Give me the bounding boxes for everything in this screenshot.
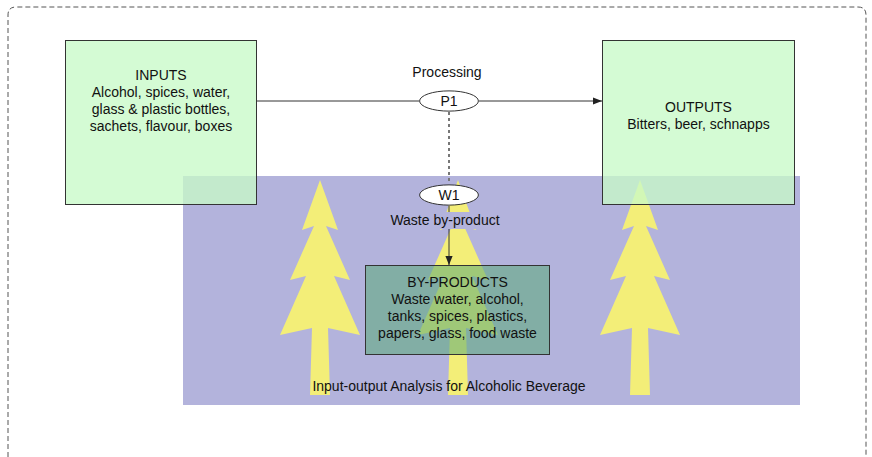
ellipse-shape bbox=[420, 91, 479, 111]
box-text: P1 bbox=[440, 93, 457, 110]
watermark-tree bbox=[600, 180, 680, 395]
watermark-trees bbox=[280, 180, 680, 395]
watermark-panel bbox=[183, 176, 800, 405]
box-heading: OUTPUTS bbox=[665, 99, 732, 116]
watermark bbox=[183, 176, 800, 405]
process-ellipse: P1 bbox=[419, 90, 479, 112]
dashed-frame bbox=[8, 7, 866, 457]
box-text: Waste water, alcohol, tanks, spices, pla… bbox=[374, 291, 541, 342]
watermark-tree bbox=[280, 180, 360, 395]
process-box: BY-PRODUCTSWaste water, alcohol, tanks, … bbox=[365, 265, 550, 355]
box-text: Alcohol, spices, water, glass & plastic … bbox=[74, 84, 248, 135]
process-box: INPUTSAlcohol, spices, water, glass & pl… bbox=[65, 40, 257, 205]
box-heading: INPUTS bbox=[135, 67, 186, 84]
box-text: W1 bbox=[439, 187, 460, 204]
box-heading: BY-PRODUCTS bbox=[407, 274, 508, 291]
edge-label: Waste by-product bbox=[388, 212, 501, 229]
flow-arrow bbox=[479, 101, 602, 102]
ellipse-shape bbox=[420, 185, 479, 205]
connector-line bbox=[257, 101, 419, 102]
box-text: Bitters, beer, schnapps bbox=[627, 116, 769, 133]
process-box: OUTPUTSBitters, beer, schnapps bbox=[602, 40, 795, 205]
process-label: Processing bbox=[412, 64, 481, 81]
caption: Input-output Analysis for Alcoholic Beve… bbox=[312, 378, 585, 395]
process-ellipse: W1 bbox=[419, 184, 479, 206]
connector-line bbox=[448, 112, 450, 184]
